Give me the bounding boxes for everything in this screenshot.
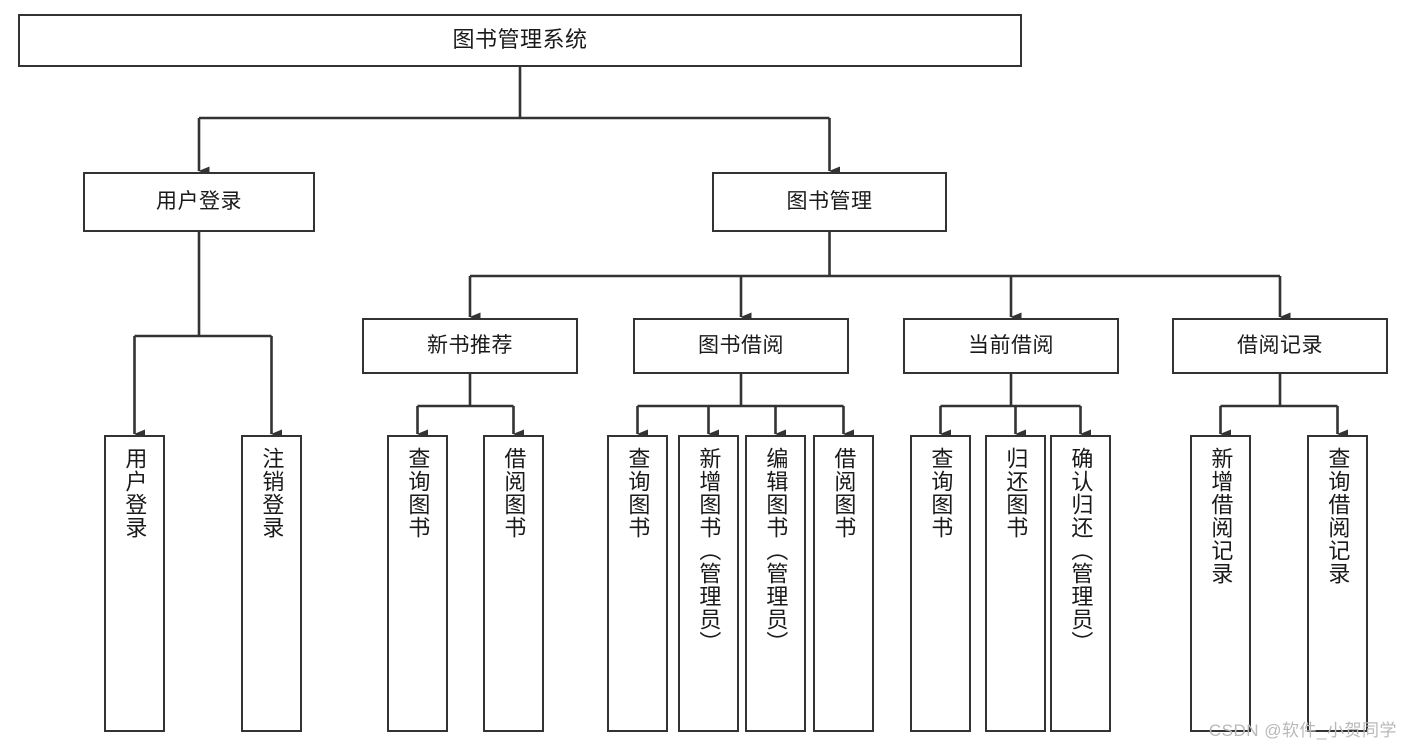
- node-leaf-rec-borrow[interactable]: 借阅图书: [483, 435, 544, 732]
- node-leaf-cur-confirm[interactable]: 确认归还（管理员）: [1050, 435, 1111, 732]
- node-label: 借阅图书: [831, 447, 857, 539]
- node-label: 借阅图书: [501, 447, 527, 539]
- node-leaf-rec-search[interactable]: 查询图书: [387, 435, 448, 732]
- node-leaf-cur-search[interactable]: 查询图书: [910, 435, 971, 732]
- node-label: 用户登录: [122, 447, 148, 539]
- node-root-title[interactable]: 图书管理系统: [18, 14, 1022, 67]
- node-label: 用户登录: [156, 190, 242, 214]
- node-leaf-cur-return[interactable]: 归还图书: [985, 435, 1046, 732]
- node-label: 图书借阅: [698, 334, 784, 358]
- node-leaf-rec-add[interactable]: 新增借阅记录: [1190, 435, 1251, 732]
- node-label: 查询图书: [928, 447, 954, 539]
- node-label: 查询借阅记录: [1325, 447, 1351, 585]
- node-label: 新增图书（管理员）: [696, 447, 722, 654]
- node-leaf-user-logout[interactable]: 注销登录: [241, 435, 302, 732]
- node-user-login[interactable]: 用户登录: [83, 172, 315, 232]
- node-leaf-rec-query[interactable]: 查询借阅记录: [1307, 435, 1368, 732]
- watermark: CSDN @软件_小贺同学: [1208, 721, 1397, 740]
- node-label: 图书管理: [786, 190, 873, 214]
- node-label: 新书推荐: [427, 334, 513, 358]
- node-leaf-borrow-lend[interactable]: 借阅图书: [813, 435, 874, 732]
- node-borrow-record[interactable]: 借阅记录: [1172, 318, 1388, 374]
- node-label: 注销登录: [259, 447, 285, 539]
- node-leaf-borrow-search[interactable]: 查询图书: [607, 435, 668, 732]
- node-current-borrow[interactable]: 当前借阅: [903, 318, 1119, 374]
- node-label: 归还图书: [1003, 447, 1029, 539]
- node-label: 确认归还（管理员）: [1068, 447, 1094, 654]
- node-leaf-user-login[interactable]: 用户登录: [104, 435, 165, 732]
- node-book-manage[interactable]: 图书管理: [712, 172, 947, 232]
- node-label: 查询图书: [405, 447, 431, 539]
- node-label: 新增借阅记录: [1208, 447, 1234, 585]
- node-label: 编辑图书（管理员）: [763, 447, 789, 654]
- node-label: 当前借阅: [968, 334, 1054, 358]
- node-label: 借阅记录: [1237, 334, 1323, 358]
- node-leaf-borrow-edit[interactable]: 编辑图书（管理员）: [745, 435, 806, 732]
- node-new-book-rec[interactable]: 新书推荐: [362, 318, 578, 374]
- node-book-borrow[interactable]: 图书借阅: [633, 318, 849, 374]
- node-label: 查询图书: [625, 447, 651, 539]
- node-leaf-borrow-add[interactable]: 新增图书（管理员）: [678, 435, 739, 732]
- node-label: 图书管理系统: [452, 27, 588, 53]
